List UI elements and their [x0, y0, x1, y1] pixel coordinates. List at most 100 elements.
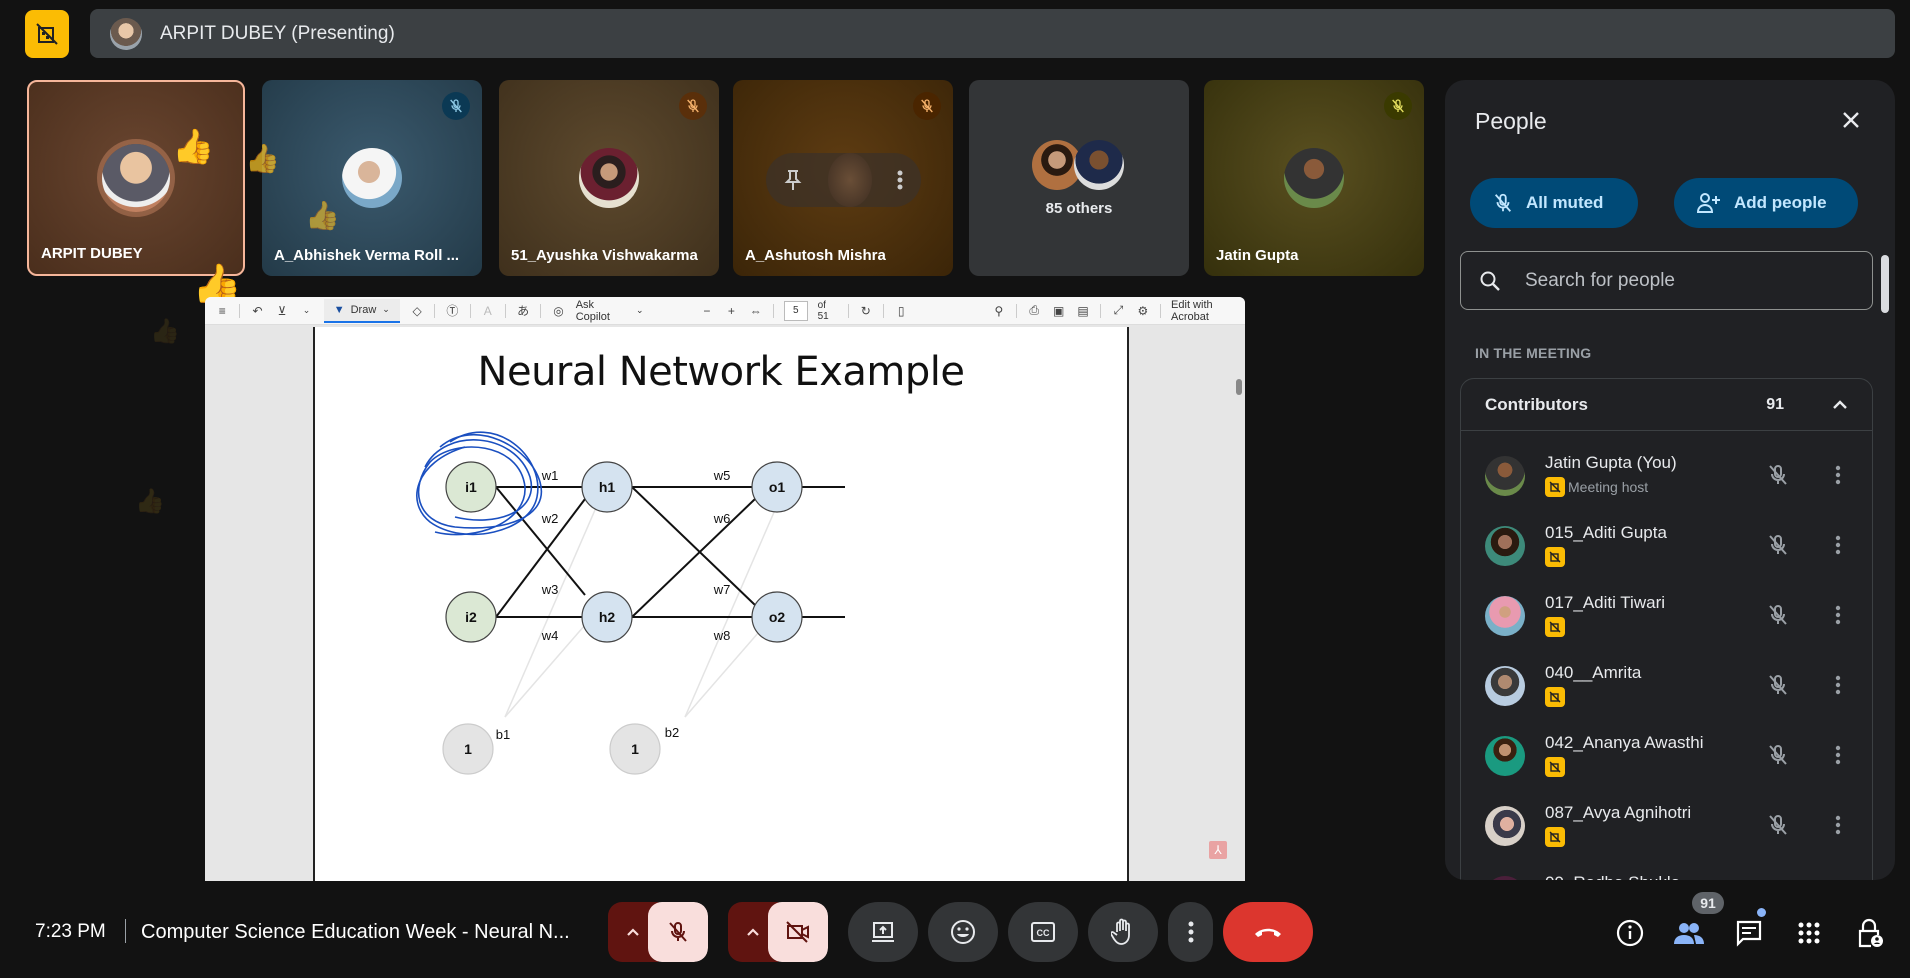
menu-icon[interactable]: ≡	[218, 303, 226, 318]
pdf-scrollbar[interactable]	[1235, 327, 1243, 881]
search-people-input[interactable]	[1525, 269, 1845, 292]
chevron-up-icon[interactable]	[1832, 399, 1848, 410]
more-vert-icon[interactable]	[897, 169, 903, 191]
camera-toggle-button[interactable]	[768, 902, 828, 962]
more-vert-icon[interactable]	[1826, 813, 1850, 837]
add-people-button[interactable]: Add people	[1674, 178, 1858, 228]
more-vert-icon[interactable]	[1826, 743, 1850, 767]
divider	[434, 303, 436, 318]
people-button[interactable]	[1671, 915, 1707, 951]
search-icon[interactable]: ⚲	[994, 303, 1004, 318]
translate-icon[interactable]: あ	[517, 304, 530, 318]
mic-off-icon[interactable]	[1766, 673, 1790, 697]
raise-hand-button[interactable]	[1088, 902, 1158, 962]
participant-row[interactable]: 040__Amrita	[1461, 651, 1874, 721]
mic-off-icon[interactable]	[1766, 813, 1790, 837]
avatar	[342, 148, 402, 208]
save-as-icon[interactable]: ▤	[1077, 303, 1089, 318]
avatar	[827, 153, 872, 207]
mic-off-icon[interactable]	[1766, 463, 1790, 487]
eraser-icon[interactable]: ◇	[412, 303, 422, 318]
panel-title: People	[1475, 108, 1547, 134]
more-vert-icon[interactable]	[1826, 603, 1850, 627]
ask-copilot-button[interactable]: Ask Copilot	[575, 298, 610, 323]
edit-with-acrobat-button[interactable]: Edit with Acrobat	[1171, 298, 1213, 323]
more-vert-icon[interactable]	[1826, 673, 1850, 697]
mic-off-icon[interactable]	[1766, 533, 1790, 557]
participant-row[interactable]: 042_Ananya Awasthi	[1461, 721, 1874, 791]
divider	[469, 303, 471, 318]
host-controls-button[interactable]	[1852, 915, 1888, 951]
chevron-down-icon[interactable]: ⌄	[302, 305, 311, 315]
rotate-icon[interactable]: ↻	[860, 303, 871, 318]
fullscreen-icon[interactable]: ⤢	[1113, 303, 1124, 317]
contributors-header[interactable]: Contributors 91	[1461, 379, 1872, 431]
text-box-icon[interactable]: Ⓣ	[446, 304, 459, 318]
participant-row[interactable]: 015_Aditi Gupta	[1461, 511, 1874, 581]
print-icon[interactable]: ⎙	[1029, 303, 1039, 317]
reactions-button[interactable]	[928, 902, 998, 962]
fit-width-icon[interactable]: ⇔	[749, 303, 762, 318]
avatar	[1485, 666, 1525, 706]
more-vert-icon	[1188, 921, 1193, 943]
pen-icon: ▼	[333, 303, 345, 316]
panel-scrollbar[interactable]	[1881, 255, 1889, 313]
page-view-icon[interactable]: ▯	[897, 303, 905, 318]
captions-button[interactable]: CC	[1008, 902, 1078, 962]
search-people-field[interactable]	[1460, 251, 1873, 310]
participant-tile-arpit[interactable]: ARPIT DUBEY	[27, 80, 245, 276]
participant-row[interactable]: Jatin Gupta (You) Meeting host	[1461, 441, 1874, 511]
shared-pdf-viewer[interactable]: ≡ ↶ ⊻ ⌄ ▼ Draw ⌄ ◇ Ⓣ A あ ◎ Ask Copilot ⌄…	[205, 297, 1245, 881]
highlight-icon[interactable]: ⊻	[277, 303, 287, 318]
divider	[125, 919, 126, 943]
presenter-bar[interactable]: ARPIT DUBEY (Presenting)	[90, 9, 1895, 58]
activities-button[interactable]	[1791, 915, 1827, 951]
chevron-down-icon: ⌄	[635, 305, 644, 315]
camera-off-indicator[interactable]	[25, 10, 69, 58]
lock-person-icon	[1858, 918, 1883, 948]
others-count: 85 others	[1045, 200, 1113, 217]
add-people-label: Add people	[1734, 193, 1827, 212]
acrobat-icon[interactable]: ⅄	[1209, 841, 1227, 859]
scroll-thumb[interactable]	[1236, 379, 1242, 395]
leave-call-button[interactable]	[1223, 902, 1313, 962]
participant-row[interactable]: 017_Aditi Tiwari	[1461, 581, 1874, 651]
save-icon[interactable]: ▣	[1052, 303, 1065, 318]
pin-icon[interactable]	[784, 169, 802, 191]
participant-row[interactable]: 087_Avya Agnihotri	[1461, 791, 1874, 861]
participant-row[interactable]: 09_Radha Shukla	[1461, 861, 1874, 880]
all-muted-button[interactable]: All muted	[1470, 178, 1638, 228]
svg-text:i2: i2	[465, 609, 477, 625]
chat-button[interactable]	[1731, 915, 1767, 951]
participant-tile-ayushka[interactable]: 51_Ayushka Vishwakarma	[499, 80, 719, 276]
svg-text:w2: w2	[541, 511, 559, 526]
mic-off-icon	[687, 99, 699, 113]
participant-tile-ashutosh[interactable]: A_Ashutosh Mishra	[733, 80, 953, 276]
mic-off-icon	[669, 922, 687, 942]
close-panel-button[interactable]	[1835, 104, 1867, 136]
zoom-out-icon[interactable]: −	[703, 303, 711, 318]
svg-text:w8: w8	[713, 628, 731, 643]
settings-icon[interactable]: ⚙	[1137, 303, 1149, 318]
participant-tile-jatin[interactable]: Jatin Gupta	[1204, 80, 1424, 276]
thumbs-up-reaction: 👍	[150, 318, 180, 345]
text-size-icon[interactable]: A	[483, 303, 492, 318]
more-vert-icon[interactable]	[1826, 533, 1850, 557]
more-vert-icon[interactable]	[1826, 463, 1850, 487]
present-screen-button[interactable]	[848, 902, 918, 962]
draw-button[interactable]: ▼ Draw ⌄	[323, 298, 400, 323]
undo-icon[interactable]: ↶	[252, 303, 263, 318]
participant-tile-abhishek[interactable]: A_Abhishek Verma Roll ...	[262, 80, 482, 276]
mic-toggle-button[interactable]	[648, 902, 708, 962]
avatar	[1485, 806, 1525, 846]
meeting-details-button[interactable]	[1612, 915, 1648, 951]
mic-off-icon[interactable]	[1766, 603, 1790, 627]
svg-text:w7: w7	[713, 582, 731, 597]
mic-off-icon[interactable]	[1766, 743, 1790, 767]
mic-off-icon	[1494, 193, 1512, 212]
participant-tile-others[interactable]: 85 others	[969, 80, 1189, 276]
zoom-in-icon[interactable]: +	[727, 303, 735, 318]
page-number-input[interactable]: 5	[783, 300, 808, 321]
more-options-button[interactable]	[1168, 902, 1213, 962]
